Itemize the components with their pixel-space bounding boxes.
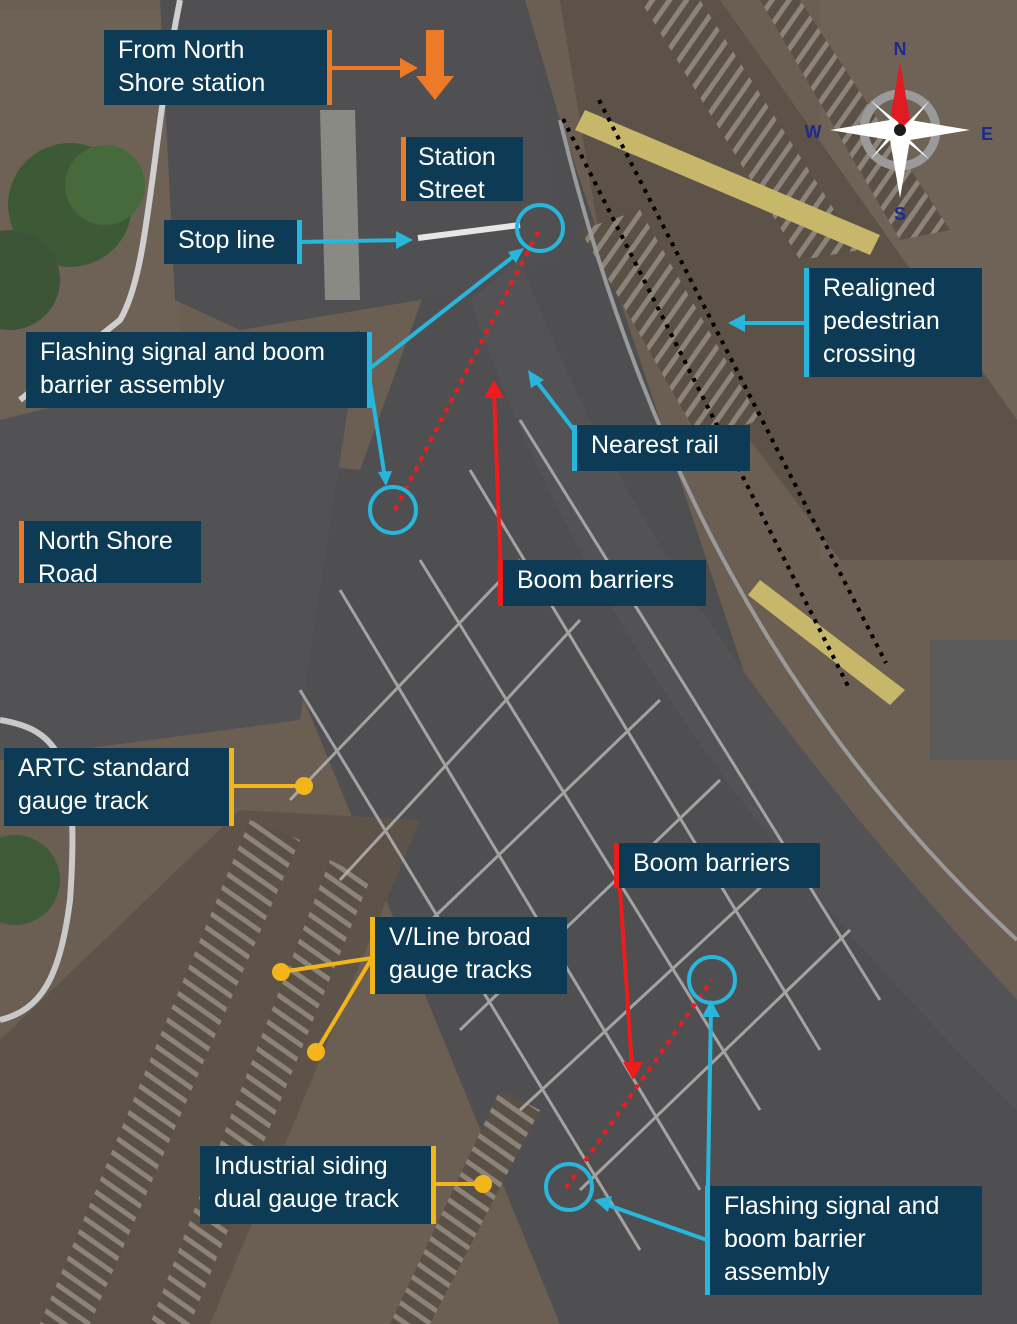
tree-bottom-left xyxy=(0,835,60,925)
compass-s: S xyxy=(894,204,906,224)
southbound-arrow-head xyxy=(416,76,454,100)
leader-vline-a xyxy=(280,956,373,974)
boom-barrier-bottom xyxy=(564,978,714,1190)
label-industrial-siding: Industrial siding dual gauge track xyxy=(200,1146,436,1224)
road-edge-right xyxy=(558,119,1017,942)
rail-sleepers-lower-c xyxy=(390,1090,540,1324)
compass-e: E xyxy=(981,124,993,144)
rail-sleepers-upper xyxy=(640,0,860,260)
leader-flashing-top-b-head xyxy=(378,471,392,486)
label-realigned-pedestrian-crossing: Realigned pedestrian crossing xyxy=(804,268,982,377)
label-from-north-shore-station: From North Shore station xyxy=(104,30,332,105)
median-strip xyxy=(320,110,360,300)
label-nearest-rail: Nearest rail xyxy=(572,425,750,471)
leader-stop-line-head xyxy=(396,231,413,249)
label-artc-standard-gauge: ARTC standard gauge track xyxy=(4,748,234,826)
building-right xyxy=(930,640,1017,760)
label-stop-line: Stop line xyxy=(164,220,302,264)
pedestrian-dotted-left xyxy=(561,118,852,691)
leader-artc-dot xyxy=(295,777,313,795)
rail-sleepers-lower-a xyxy=(40,820,300,1324)
tree-left-edge xyxy=(0,230,60,330)
curb-bottom-left xyxy=(0,717,76,1023)
leader-flashing-top-a-head xyxy=(508,248,524,263)
label-flashing-top: Flashing signal and boom barrier assembl… xyxy=(26,332,372,408)
compass-n: N xyxy=(894,39,907,59)
leader-nearest-rail-head xyxy=(528,370,544,388)
tree-top-left-2 xyxy=(65,145,145,225)
stop-line-mark xyxy=(417,222,521,241)
boom-barrier-top xyxy=(393,227,542,511)
leader-flashing-bottom-b-head xyxy=(594,1196,612,1212)
signal-circle-top-north xyxy=(515,203,565,253)
label-vline-broad-gauge: V/Line broad gauge tracks xyxy=(370,917,567,994)
compass-w: W xyxy=(805,122,822,142)
compass-rose-icon: N S E W xyxy=(805,39,994,224)
signal-circle-bottom-east xyxy=(687,955,737,1005)
leaders xyxy=(230,30,806,1242)
pedestrian-structure-bottom xyxy=(748,580,905,705)
leader-boom-top-head xyxy=(484,380,504,398)
leader-industrial-dot xyxy=(474,1175,492,1193)
rail-sleepers-upper-c xyxy=(580,210,760,440)
leader-vline-b xyxy=(314,956,374,1054)
curve-road-right xyxy=(470,260,1017,1110)
southbound-arrow-shaft xyxy=(426,30,444,78)
leader-boom-bottom-head xyxy=(623,1062,643,1080)
leader-vline-b-dot xyxy=(307,1043,325,1061)
leader-stop-line xyxy=(299,238,405,244)
label-boom-barriers-top: Boom barriers xyxy=(498,560,706,606)
leader-flashing-bottom-b xyxy=(601,1201,708,1242)
signal-circle-top-south xyxy=(368,485,418,535)
label-flashing-bottom: Flashing signal and boom barrier assembl… xyxy=(705,1186,982,1295)
label-north-shore-road: North Shore Road xyxy=(19,521,201,588)
rail-corridor-upper xyxy=(560,0,1017,560)
label-station-street: Station Street xyxy=(401,137,523,204)
leader-flashing-top-a xyxy=(366,250,521,372)
label-boom-barriers-bottom: Boom barriers xyxy=(614,843,820,888)
leader-nearest-rail xyxy=(532,376,576,432)
leader-realigned-head xyxy=(728,314,745,332)
leader-flashing-bottom-a-head xyxy=(702,1000,720,1017)
pedestrian-structure-top xyxy=(575,110,880,255)
signal-circle-bottom-west xyxy=(544,1162,594,1212)
leader-vline-a-dot xyxy=(272,963,290,981)
leader-from-north-head xyxy=(400,58,418,78)
